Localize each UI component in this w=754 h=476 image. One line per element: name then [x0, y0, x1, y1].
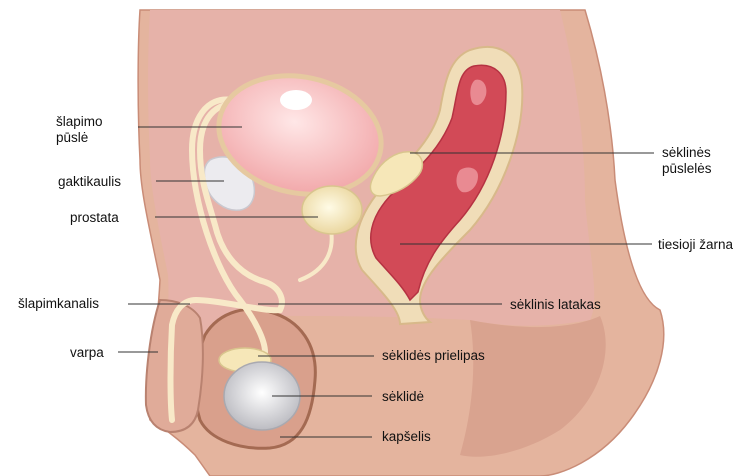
label-pubic-bone: gaktikaulis	[58, 174, 121, 190]
bladder-highlight	[280, 90, 312, 110]
prostate-shape	[302, 186, 362, 234]
label-seminal-vesicles: sėklinės pūslelės	[662, 145, 742, 177]
label-bladder: šlapimo pūslė	[56, 114, 136, 146]
label-penis: varpa	[70, 345, 104, 361]
label-vas-deferens: sėklinis latakas	[510, 297, 601, 313]
label-testis: sėklidė	[382, 389, 424, 405]
label-prostate: prostata	[70, 210, 119, 226]
label-urethra: šlapimkanalis	[18, 296, 99, 312]
label-scrotum: kapšelis	[382, 429, 431, 445]
label-rectum: tiesioji žarna	[658, 237, 733, 253]
label-epididymis: sėklidės prielipas	[382, 348, 485, 364]
